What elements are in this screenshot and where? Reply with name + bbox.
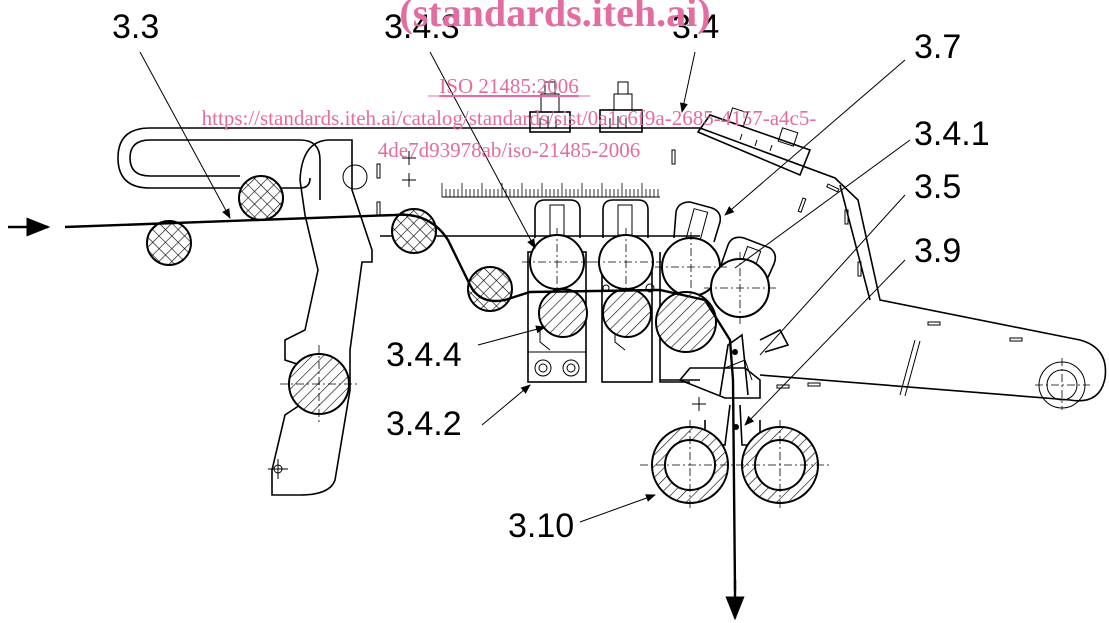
arm-slots: [376, 149, 1023, 389]
right-pivot: [899, 339, 1090, 410]
feed-roller-d: [467, 266, 513, 312]
leader-3-7: [724, 59, 906, 216]
watermark-title: (standards.iteh.ai): [399, 0, 710, 35]
top-weighting-unit-3: [696, 107, 812, 177]
label-3-9: 3.9: [914, 232, 961, 270]
leader-lines: [139, 51, 911, 523]
top-rollers: [522, 228, 776, 324]
label-3-4: 3.4: [672, 8, 719, 46]
callout-labels: 3.3 3.4.3 3.4 3.7 3.4.1 3.5 3.9 3.4.4 3.…: [112, 8, 990, 545]
leader-3-4: [679, 51, 696, 113]
register-marks: [402, 151, 706, 411]
leader-3-4-4: [477, 325, 546, 346]
top-weighting-unit-2: [599, 81, 643, 133]
leader-3-3: [139, 51, 231, 219]
leader-3-4-3: [429, 51, 536, 249]
label-3-7: 3.7: [914, 28, 961, 66]
bottom-rollers: [538, 288, 717, 353]
label-3-4-4: 3.4.4: [386, 336, 462, 374]
watermark-iso[interactable]: ISO 21485:2006: [439, 74, 578, 98]
measurement-scale: [441, 183, 660, 198]
feed-roller-b: [238, 175, 284, 221]
feed-roller-a: [146, 220, 192, 266]
leader-3-9: [744, 259, 906, 426]
bottom-roller-1: [538, 288, 588, 338]
label-3-10: 3.10: [508, 507, 574, 545]
label-3-5: 3.5: [914, 168, 961, 206]
label-3-4-1: 3.4.1: [914, 115, 990, 153]
label-3-4-2: 3.4.2: [386, 405, 462, 443]
bottom-roller-2: [602, 288, 652, 338]
label-3-4-3: 3.4.3: [384, 8, 460, 46]
bottom-roller-3: [655, 291, 717, 353]
leader-3-4-1: [734, 139, 911, 269]
pivot-arm: [268, 139, 373, 496]
delivery-rollers: [640, 420, 830, 510]
leader-3-10: [579, 494, 656, 523]
label-3-3: 3.3: [112, 8, 159, 46]
fiber-path: [8, 213, 745, 621]
feed-rollers: [146, 175, 513, 312]
watermark: (standards.iteh.ai) ISO 21485:2006 https…: [202, 0, 817, 162]
leader-3-4-2: [481, 384, 531, 426]
top-weighting-unit-1: [529, 81, 571, 133]
watermark-url-line1[interactable]: https://standards.iteh.ai/catalog/standa…: [202, 106, 817, 130]
leader-3-5: [759, 194, 906, 356]
watermark-url-line2[interactable]: 4de7d93978ab/iso-21485-2006: [378, 138, 640, 162]
